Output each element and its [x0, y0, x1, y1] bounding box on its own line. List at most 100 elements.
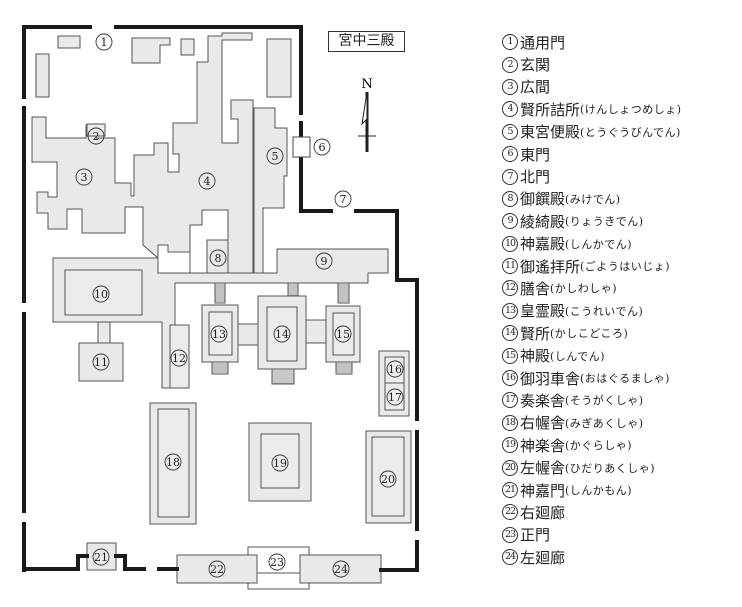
legend-name: 御饌殿 — [520, 190, 566, 209]
legend-number: 20 — [502, 459, 518, 476]
marker-number: 17 — [388, 391, 402, 404]
legend-number: 2 — [502, 56, 518, 73]
plan-marker: 5 — [266, 147, 284, 165]
marker-number: 8 — [215, 252, 222, 265]
plan-marker: 23 — [268, 553, 286, 571]
legend-number: 24 — [502, 549, 518, 566]
corridor-right — [176, 554, 258, 584]
marker-circle — [92, 548, 110, 566]
marker-circle — [334, 190, 352, 208]
legend-name: 神嘉門 — [520, 481, 566, 500]
plan-marker: 14 — [273, 325, 291, 343]
marker-number: 6 — [319, 141, 326, 154]
plan-marker: 11 — [92, 353, 110, 371]
plan-marker: 2 — [87, 127, 105, 145]
marker-circle — [209, 249, 227, 267]
kashikodokoro-inner — [266, 306, 298, 362]
plan-marker: 22 — [208, 560, 226, 578]
marker-circle — [170, 349, 188, 367]
legend-name: 賢所 — [520, 324, 551, 343]
legend-name: 神殿 — [520, 347, 551, 366]
legend-number: 13 — [502, 302, 518, 319]
legend-reading: (そうがくしゃ) — [565, 394, 644, 408]
plan-marker: 24 — [332, 560, 350, 578]
marker-circle — [266, 147, 284, 165]
plan-marker: 12 — [170, 349, 188, 367]
shinden-inner — [332, 312, 355, 356]
outbuilding — [131, 37, 171, 64]
marker-circle — [386, 388, 404, 406]
plan-marker: 3 — [75, 168, 93, 186]
legend-name: 御遙拝所 — [520, 257, 581, 276]
corridor — [97, 321, 111, 344]
plan-marker: 8 — [209, 249, 227, 267]
marker-number: 12 — [172, 352, 186, 365]
marker-number: 24 — [334, 563, 348, 576]
legend-reading: (みけでん) — [565, 192, 621, 206]
legend-name: 賢所詰所 — [520, 100, 581, 119]
marker-circle — [332, 560, 350, 578]
marker-circle — [92, 285, 110, 303]
marker-circle — [273, 325, 291, 343]
outbuilding — [266, 38, 292, 98]
legend-number: 7 — [502, 168, 518, 185]
legend-number: 16 — [502, 370, 518, 387]
marker-number: 2 — [93, 130, 100, 143]
marker-number: 18 — [166, 456, 180, 469]
legend-number: 14 — [502, 325, 518, 342]
marker-circle — [210, 325, 228, 343]
legend-name: 玄関 — [520, 56, 551, 75]
marker-number: 19 — [273, 457, 287, 470]
legend-number: 5 — [502, 123, 518, 140]
marker-circle — [208, 560, 226, 578]
marker-number: 14 — [275, 328, 289, 341]
plan-marker: 15 — [334, 325, 352, 343]
legend-number: 17 — [502, 392, 518, 409]
plan-marker: 1 — [95, 33, 113, 51]
stairs-group — [211, 282, 353, 385]
marker-circle — [271, 454, 289, 472]
legend-reading: (りょうきでん) — [565, 215, 644, 229]
legend-number: 18 — [502, 414, 518, 431]
marker-circle — [313, 138, 331, 156]
marker-number: 23 — [270, 556, 284, 569]
legend-reading: (しんかもん) — [565, 484, 633, 497]
legend-name: 皇霊殿 — [520, 302, 566, 321]
legend-reading: (こうれいでん) — [565, 304, 644, 318]
legend-number: 19 — [502, 437, 518, 454]
marker-circle — [386, 360, 404, 378]
legend-reading: (しんでん) — [550, 349, 606, 363]
building-kashiwasha — [169, 324, 190, 389]
legend-number: 10 — [502, 235, 518, 252]
enclosure-wall — [22, 25, 419, 572]
marker-number: 7 — [340, 193, 347, 206]
plan-title: 宮中三殿 — [328, 31, 405, 52]
legend-reading: (しんかでん) — [565, 237, 633, 251]
plan-marker: 17 — [386, 388, 404, 406]
plan-marker: 16 — [386, 360, 404, 378]
legend-number: 12 — [502, 280, 518, 297]
plan-marker: 9 — [315, 252, 333, 270]
marker-number: 21 — [94, 551, 108, 564]
